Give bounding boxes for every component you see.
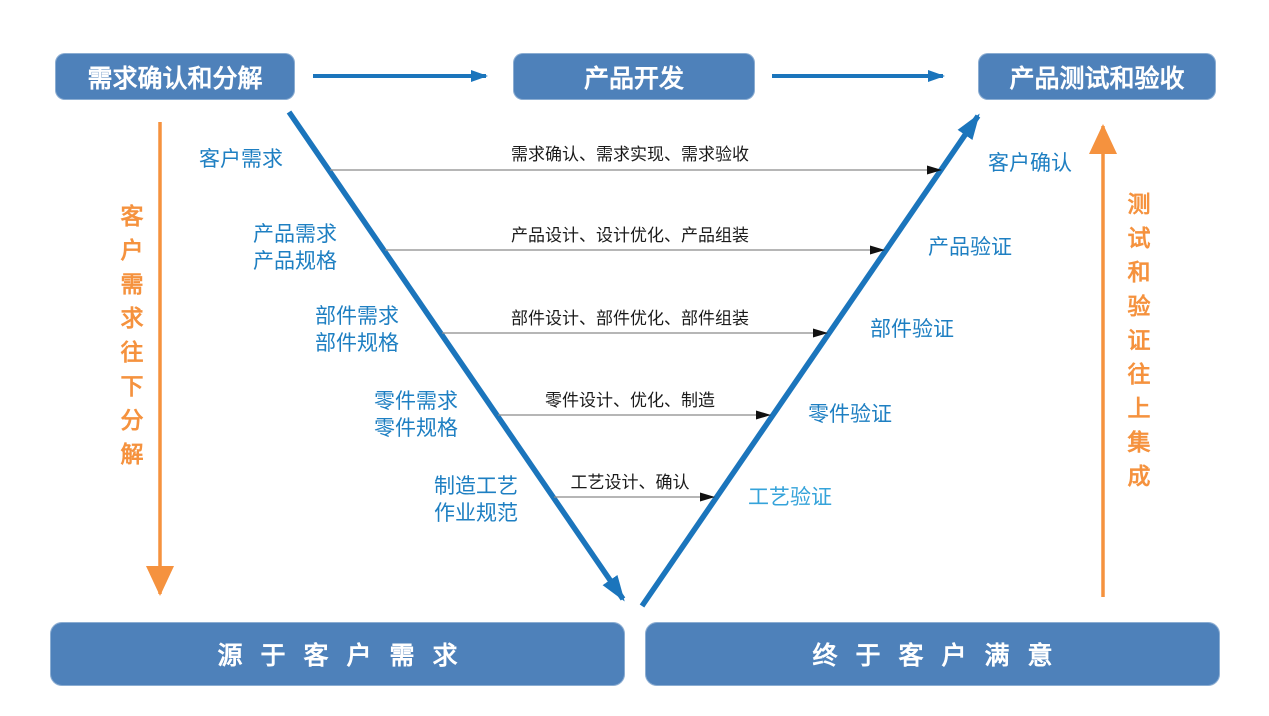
v-ascending-line (639, 113, 981, 608)
decompose-label-2-line2: 产品规格 (253, 249, 337, 273)
decompose-label-4: 零件需求 零件规格 (361, 388, 471, 442)
decompose-label-4-line2: 零件规格 (374, 416, 458, 440)
process-label-2: 产品设计、设计优化、产品组装 (511, 226, 749, 246)
top-box-development: 产品开发 (513, 53, 755, 100)
decompose-label-5-line1: 制造工艺 (434, 474, 518, 498)
decompose-label-2: 产品需求 产品规格 (240, 221, 350, 275)
decompose-label-4-line1: 零件需求 (374, 389, 458, 413)
process-label-1: 需求确认、需求实现、需求验收 (511, 145, 749, 165)
right-axis-label: 测试和验证往上集成 (1123, 192, 1149, 498)
decompose-label-3-line2: 部件规格 (315, 331, 399, 355)
verify-label-5: 工艺验证 (748, 485, 832, 509)
decompose-label-5: 制造工艺 作业规范 (421, 473, 531, 527)
decompose-label-2-line1: 产品需求 (253, 222, 337, 246)
decompose-label-1: 客户需求 (186, 146, 296, 173)
verify-label-3: 部件验证 (870, 317, 954, 341)
bottom-box-origin: 源于客户需求 (50, 622, 625, 686)
top-box-testing: 产品测试和验收 (978, 53, 1216, 100)
decompose-label-3: 部件需求 部件规格 (302, 303, 412, 357)
decompose-label-5-line2: 作业规范 (434, 501, 518, 525)
left-axis-label: 客户需求往下分解 (116, 204, 142, 476)
verify-label-1: 客户确认 (988, 151, 1072, 175)
process-label-4: 零件设计、优化、制造 (545, 391, 715, 411)
verify-label-4: 零件验证 (808, 402, 892, 426)
decompose-label-3-line1: 部件需求 (315, 304, 399, 328)
decompose-label-1-line1: 客户需求 (199, 147, 283, 171)
process-label-3: 部件设计、部件优化、部件组装 (511, 309, 749, 329)
bottom-box-end: 终于客户满意 (645, 622, 1220, 686)
top-box-requirements: 需求确认和分解 (55, 53, 295, 100)
verify-label-2: 产品验证 (928, 235, 1012, 259)
process-label-5: 工艺设计、确认 (570, 473, 690, 493)
